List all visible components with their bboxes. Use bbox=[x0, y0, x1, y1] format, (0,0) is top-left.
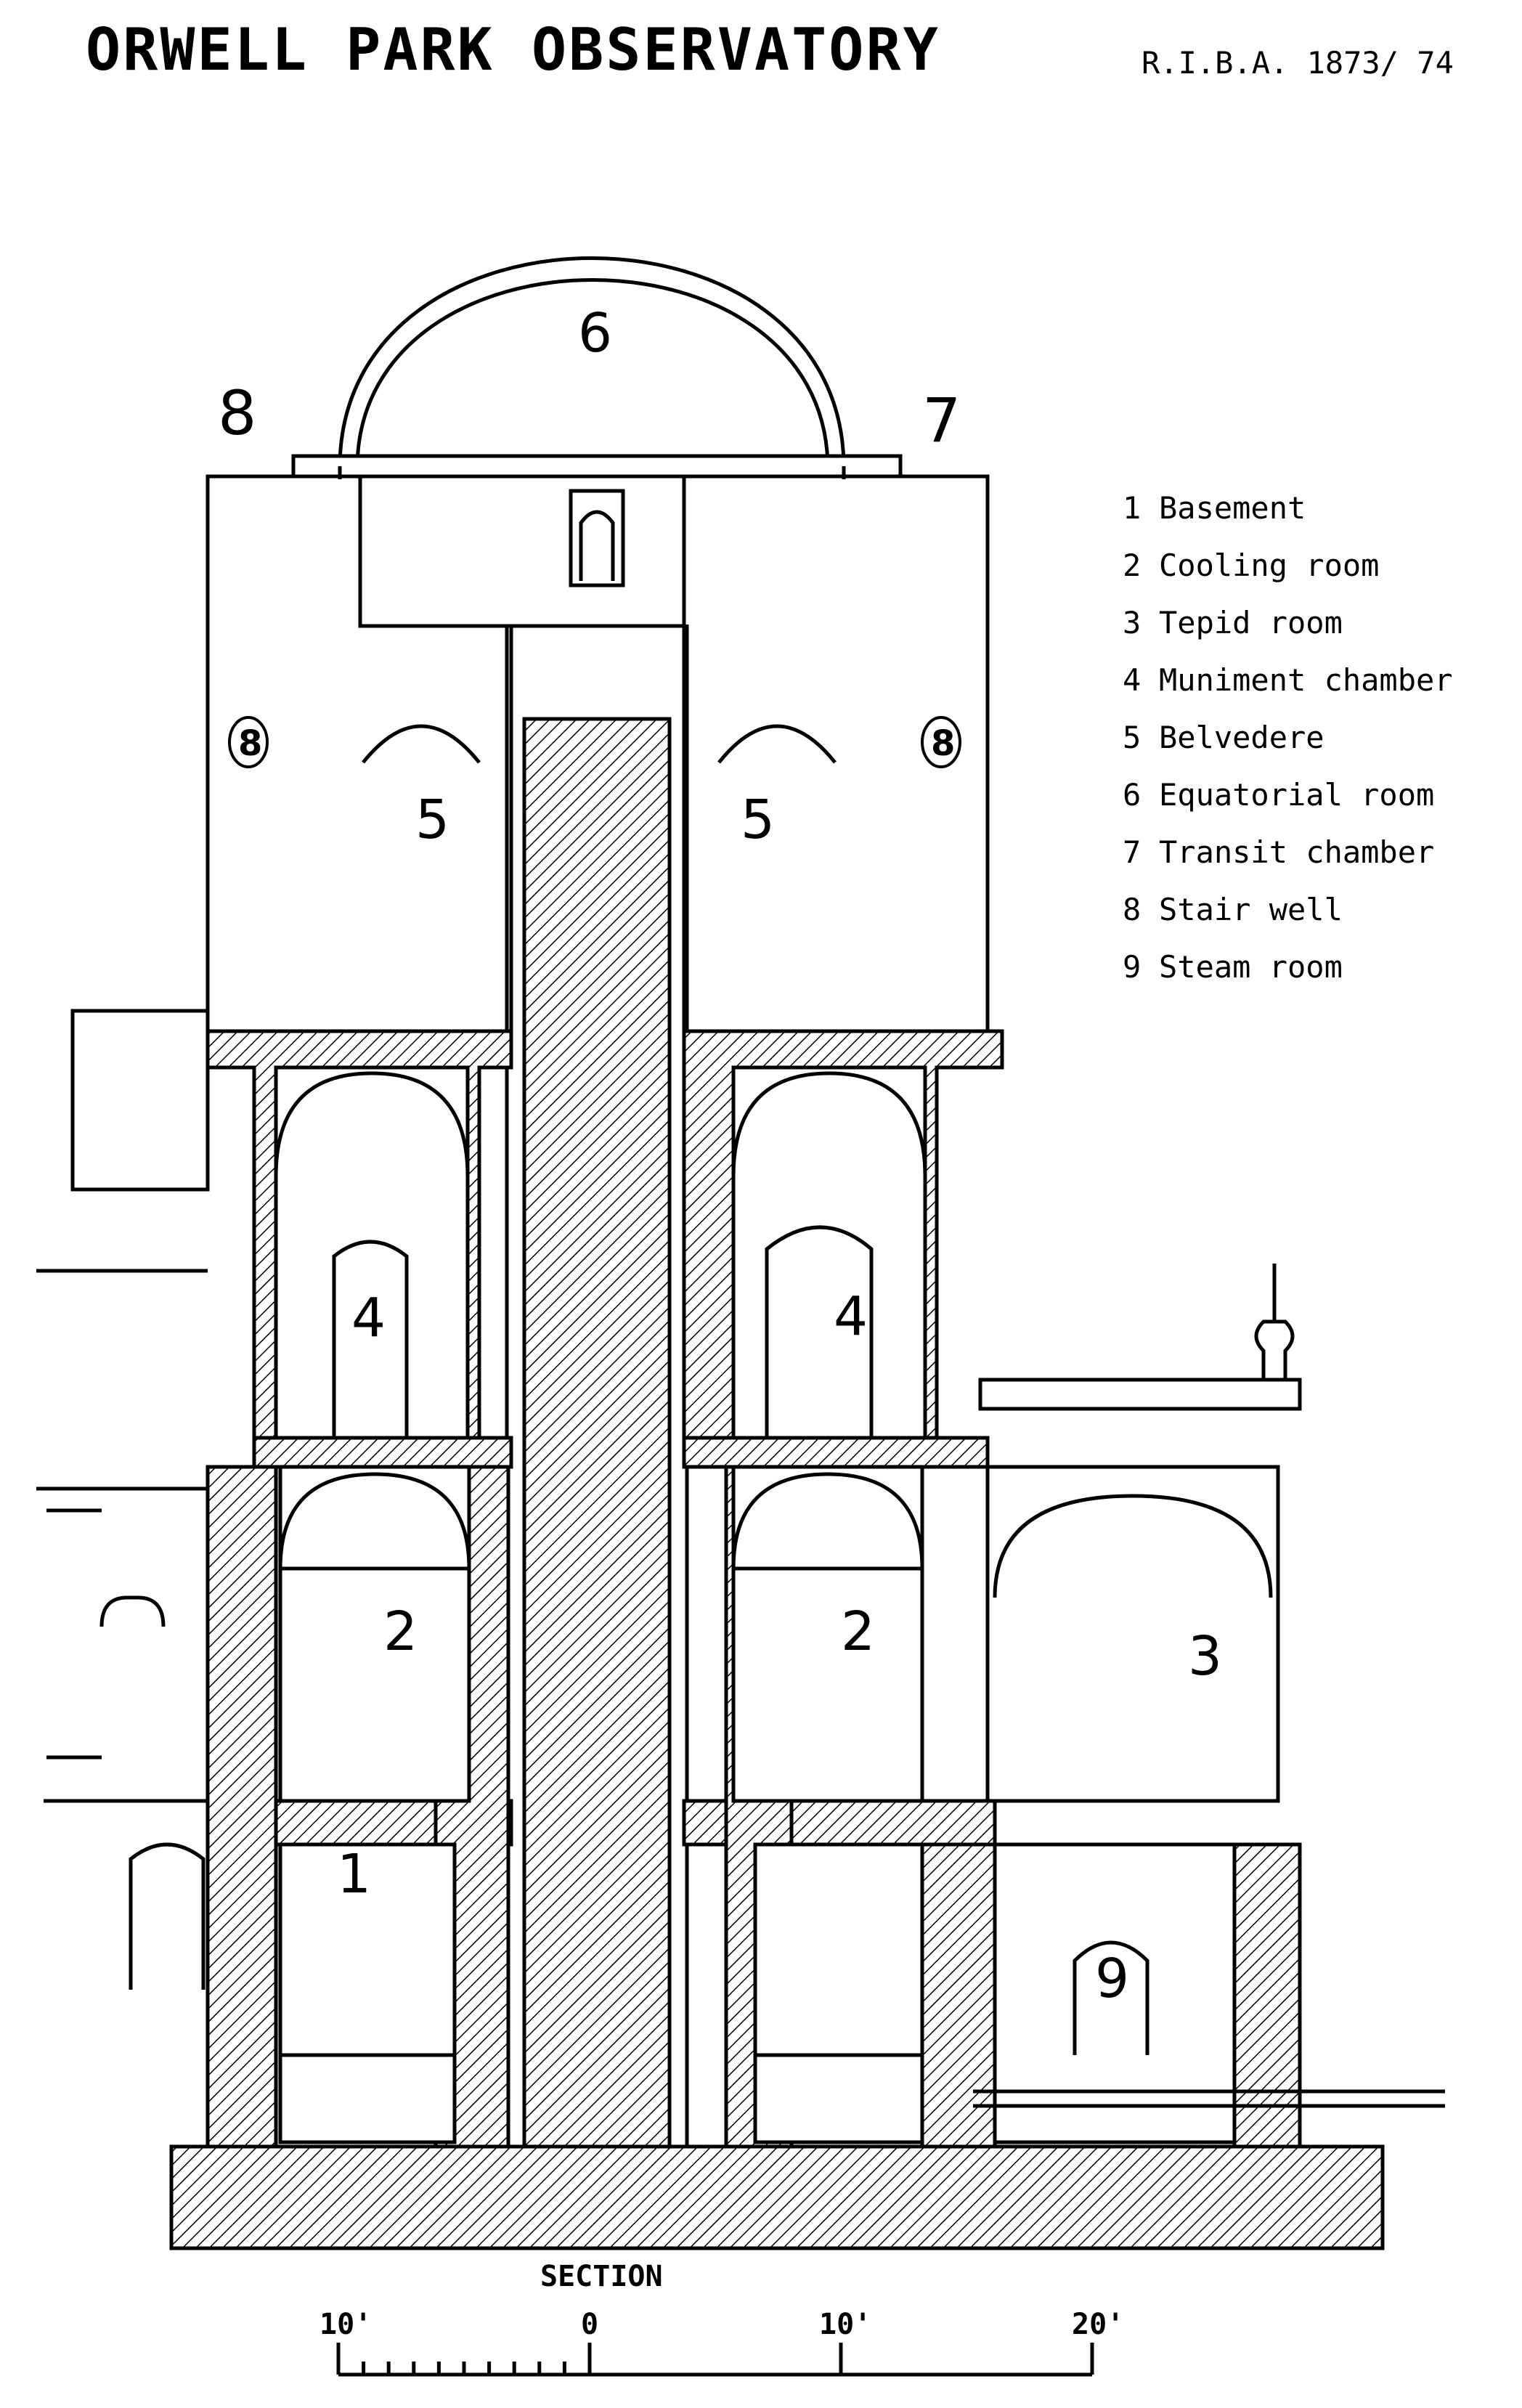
legend-label: Tepid room bbox=[1159, 605, 1343, 640]
legend-label: Transit chamber bbox=[1159, 834, 1435, 870]
label-cooling-left: 2 bbox=[383, 1600, 418, 1663]
section-linework bbox=[36, 256, 1445, 2250]
foundation bbox=[169, 2144, 1385, 2250]
dome bbox=[338, 256, 846, 467]
legend-item: 3 Tepid room bbox=[1123, 594, 1453, 651]
legend-label: Equatorial room bbox=[1159, 777, 1435, 813]
legend-number: 1 bbox=[1123, 490, 1142, 526]
legend-item: 8 Stair well bbox=[1123, 881, 1453, 938]
label-stair-well: 8 bbox=[218, 378, 256, 449]
label-cooling-right: 2 bbox=[841, 1600, 875, 1663]
label-belvedere-right: 5 bbox=[741, 789, 775, 851]
legend-number: 9 bbox=[1123, 949, 1142, 985]
legend-item: 2 Cooling room bbox=[1123, 537, 1453, 594]
legend-number: 6 bbox=[1123, 777, 1142, 813]
legend-number: 5 bbox=[1123, 720, 1142, 755]
legend-number: 2 bbox=[1123, 548, 1142, 583]
legend-number: 3 bbox=[1123, 605, 1142, 640]
scale-ruler bbox=[336, 2343, 1094, 2377]
label-muniment-right: 4 bbox=[834, 1285, 868, 1348]
label-belvedere-left: 5 bbox=[415, 789, 449, 851]
legend-item: 1 Basement bbox=[1123, 479, 1453, 537]
legend-number: 7 bbox=[1123, 834, 1142, 870]
riba-reference: R.I.B.A. 1873/ 74 bbox=[1142, 45, 1454, 81]
scale-tick-20: 20' bbox=[1072, 2308, 1124, 2341]
label-basement: 1 bbox=[337, 1843, 371, 1905]
equatorial-window bbox=[569, 489, 625, 587]
legend-label: Cooling room bbox=[1159, 548, 1380, 583]
label-steam-room: 9 bbox=[1095, 1948, 1129, 2010]
scale-tick-0: 0 bbox=[581, 2308, 598, 2341]
steam-room-niche bbox=[1073, 1940, 1149, 2055]
scale-bar: SECTION 10' 0 10' 20' bbox=[320, 2260, 1124, 2377]
legend-item: 4 Muniment chamber bbox=[1123, 651, 1453, 709]
legend-item: 9 Steam room bbox=[1123, 938, 1453, 996]
scale-title: SECTION bbox=[540, 2260, 663, 2293]
finial bbox=[1254, 1264, 1295, 1382]
legend-item: 5 Belvedere bbox=[1123, 709, 1453, 766]
legend-label: Steam room bbox=[1159, 949, 1343, 985]
central-shaft bbox=[522, 717, 672, 2149]
label-muniment-left: 4 bbox=[351, 1287, 386, 1349]
label-transit-chamber: 7 bbox=[922, 385, 961, 456]
legend-number: 8 bbox=[1123, 892, 1142, 927]
drawing-title: ORWELL PARK OBSERVATORY bbox=[86, 16, 940, 84]
legend-item: 7 Transit chamber bbox=[1123, 823, 1453, 881]
legend-label: Belvedere bbox=[1159, 720, 1324, 755]
legend-number: 4 bbox=[1123, 662, 1142, 698]
scale-tick-10: 10' bbox=[819, 2308, 871, 2341]
legend-label: Stair well bbox=[1159, 892, 1343, 927]
legend-label: Basement bbox=[1159, 490, 1306, 526]
legend-item: 6 Equatorial room bbox=[1123, 766, 1453, 823]
label-equatorial-room: 6 bbox=[578, 302, 612, 365]
label-stair-badge-left: 8 bbox=[238, 723, 262, 764]
legend: 1 Basement 2 Cooling room 3 Tepid room 4 Mun… bbox=[1123, 479, 1453, 996]
legend-label: Muniment chamber bbox=[1159, 662, 1453, 698]
scale-tick-neg10: 10' bbox=[320, 2308, 372, 2341]
label-tepid-room: 3 bbox=[1188, 1625, 1222, 1688]
label-stair-badge-right: 8 bbox=[931, 723, 955, 764]
